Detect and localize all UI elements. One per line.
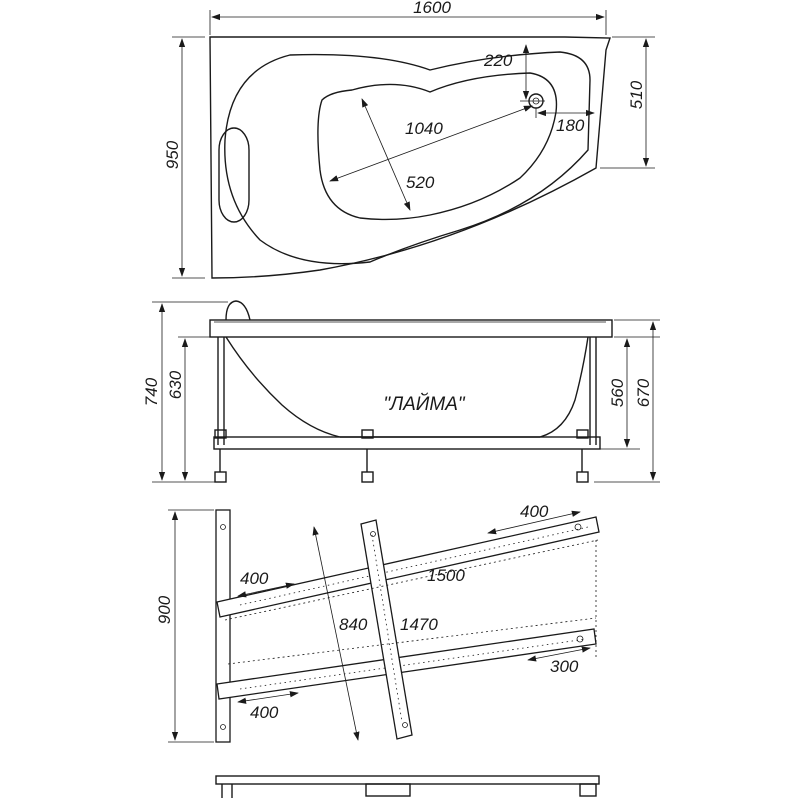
dim-leg-offset-bottom-right-line bbox=[527, 646, 591, 662]
dim-leg-offset-top-left-line bbox=[237, 582, 295, 598]
dim-leg-offset-top-left: 400 bbox=[240, 569, 269, 588]
dim-frame-width: 900 bbox=[155, 595, 174, 624]
dim-total-height: 740 bbox=[142, 377, 161, 406]
dim-leg-offset-bottom-right: 300 bbox=[550, 657, 579, 676]
dim-leg-offset-top-right: 400 bbox=[520, 502, 549, 521]
bottom-profile-view bbox=[215, 775, 600, 798]
dim-drain-offset-top: 220 bbox=[483, 51, 513, 70]
dim-leg-offset-top-right-line bbox=[487, 510, 581, 535]
frame-foot-right bbox=[576, 429, 589, 483]
headrest bbox=[218, 127, 250, 223]
dim-bowl-width: 520 bbox=[406, 173, 435, 192]
dim-right-end-width: 510 bbox=[627, 80, 646, 109]
tub-outer-contour bbox=[209, 36, 611, 279]
dim-lower-beam-length: 1470 bbox=[400, 615, 438, 634]
dim-cross-beam-length: 840 bbox=[339, 615, 368, 634]
dim-bowl-length-line bbox=[329, 105, 533, 182]
dim-frame-height: 670 bbox=[634, 378, 653, 407]
dim-leg-offset-bottom-left-line bbox=[237, 691, 299, 704]
dim-cross-beam-length-line bbox=[312, 526, 360, 741]
frame-foot-left bbox=[214, 429, 227, 483]
dim-bowl-width-line bbox=[361, 98, 411, 211]
frame-left-post bbox=[215, 509, 231, 743]
tub-rim-side bbox=[209, 319, 613, 338]
tub-bowl bbox=[317, 72, 558, 221]
tub-inner-rim bbox=[224, 51, 591, 265]
frame-foot-middle bbox=[361, 429, 374, 483]
frame-upper-beam bbox=[216, 516, 600, 618]
dim-rim-height: 630 bbox=[166, 370, 185, 399]
dim-upper-beam-length: 1500 bbox=[427, 566, 465, 585]
frame-cross-beam bbox=[360, 519, 413, 740]
dim-bowl-length: 1040 bbox=[405, 119, 443, 138]
dim-overall-width: 950 bbox=[163, 140, 182, 169]
dim-drain-offset-right: 180 bbox=[556, 116, 585, 135]
top-view: 1600 950 510 220 180 1040 520 bbox=[163, 0, 655, 279]
frame-view: 900 400 400 1500 840 1470 300 400 bbox=[155, 502, 600, 743]
dim-inner-height: 560 bbox=[608, 378, 627, 407]
dim-overall-length: 1600 bbox=[413, 0, 451, 17]
tub-body-side bbox=[225, 336, 589, 438]
dim-leg-offset-bottom-left: 400 bbox=[250, 703, 279, 722]
side-view: "ЛАЙМА" 740 630 560 670 bbox=[142, 300, 660, 483]
frame-base-beam-side bbox=[213, 436, 601, 450]
frame-lower-beam bbox=[216, 628, 597, 700]
side-headrest bbox=[225, 300, 251, 321]
model-name: "ЛАЙМА" bbox=[383, 393, 466, 415]
